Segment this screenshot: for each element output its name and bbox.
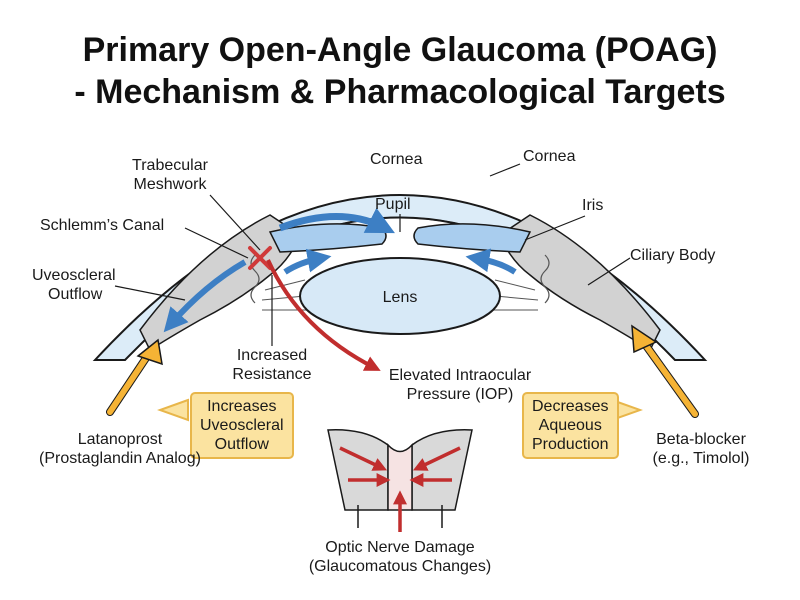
increases-callout-line-2: Uveoscleral bbox=[200, 417, 284, 434]
decreases-callout-line-2: Aqueous bbox=[538, 417, 602, 434]
uveoscleral-label-line-1: Uveoscleral bbox=[32, 267, 116, 284]
latanoprost-label-line-2: (Prostaglandin Analog) bbox=[39, 450, 201, 467]
increased-resistance-label-line-1: Increased bbox=[236, 347, 308, 364]
latanoprost-label-line-1: Latanoprost bbox=[77, 431, 163, 448]
beta-blocker-arrow bbox=[631, 324, 699, 418]
optic-nerve-label-line-2: (Glaucomatous Changes) bbox=[308, 558, 492, 575]
iris-right bbox=[413, 223, 532, 253]
trabecular-label-line-2: Meshwork bbox=[133, 176, 207, 193]
aqueous-flow-arrow-top bbox=[278, 207, 395, 234]
decreases-callout-line-1: Decreases bbox=[532, 398, 609, 415]
pupil-label: Pupil bbox=[375, 196, 411, 213]
increases-callout-line-1: Increases bbox=[207, 398, 277, 415]
lens-shape bbox=[299, 257, 501, 335]
right-ciliary-folds bbox=[540, 254, 550, 304]
iris-label: Iris bbox=[582, 197, 604, 214]
cornea-outer-label: Cornea bbox=[523, 148, 576, 165]
elevated-iop-label-line-2: Pressure (IOP) bbox=[406, 386, 514, 403]
beta-blocker-label-line-2: (e.g., Timolol) bbox=[652, 450, 750, 467]
beta-blocker-label-line-1: Beta-blocker bbox=[656, 431, 746, 448]
title-line-2: - Mechanism & Pharmacological Targets bbox=[74, 73, 726, 111]
increases-callout-pointer bbox=[157, 398, 189, 422]
cornea-inner-label: Cornea bbox=[370, 151, 423, 168]
lens-label: Lens bbox=[382, 289, 418, 306]
zonule-fibers bbox=[261, 279, 539, 311]
blockage-x-icon bbox=[248, 246, 272, 270]
uveoscleral-label-line-2: Outflow bbox=[48, 286, 103, 303]
aqueous-flow-arrow-right-inner bbox=[465, 248, 517, 275]
elevated-iop-label-line-1: Elevated Intraocular bbox=[388, 367, 532, 384]
optic-nerve-pressure-arrows bbox=[339, 446, 461, 532]
leader-lines bbox=[114, 163, 631, 346]
latanoprost-arrow bbox=[106, 338, 163, 416]
uveoscleral-flow-arrow bbox=[163, 259, 247, 333]
trabecular-label-line-1: Trabecular bbox=[132, 157, 208, 174]
title-line-1: Primary Open-Angle Glaucoma (POAG) bbox=[82, 31, 718, 69]
right-ciliary-tissue bbox=[499, 214, 661, 352]
decreases-aqueous-production-callout: Decreases Aqueous Production bbox=[522, 392, 619, 459]
decreases-callout-line-3: Production bbox=[532, 436, 609, 453]
optic-nerve-label-line-1: Optic Nerve Damage bbox=[325, 539, 475, 556]
increases-callout-line-3: Outflow bbox=[214, 436, 269, 453]
ciliary-body-label: Ciliary Body bbox=[630, 247, 716, 264]
left-ciliary-folds bbox=[250, 254, 260, 304]
increased-resistance-label-line-2: Resistance bbox=[232, 366, 312, 383]
increases-uveoscleral-outflow-callout: Increases Uveoscleral Outflow bbox=[190, 392, 294, 459]
iop-arrow bbox=[266, 259, 381, 371]
schlemms-canal-label: Schlemm’s Canal bbox=[40, 217, 165, 234]
aqueous-flow-arrow-left-inner bbox=[283, 248, 332, 275]
